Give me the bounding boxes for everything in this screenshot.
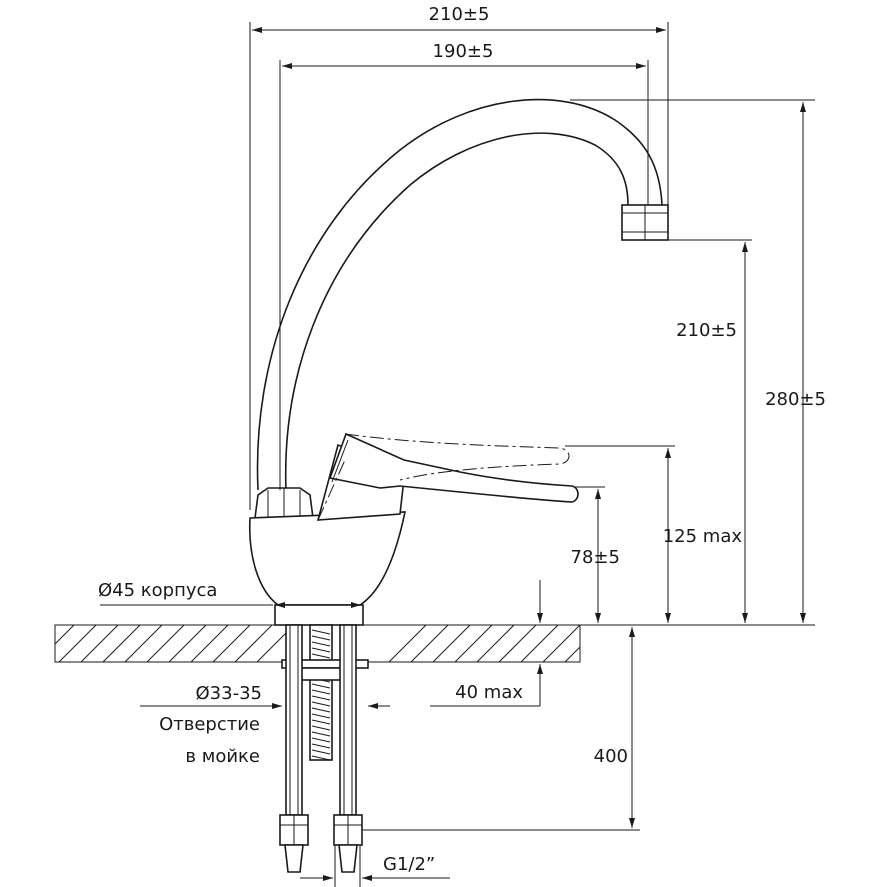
total-height-label: 280±5: [765, 389, 826, 410]
hose-length-label: 400: [594, 746, 628, 767]
hole-diameter-label: Ø33-35: [196, 683, 262, 704]
overall-width-label: 210±5: [429, 4, 490, 25]
supply-hoses: [285, 624, 357, 816]
lever-height-label: 78±5: [571, 547, 620, 568]
thread-mark: [311, 731, 331, 737]
thread-mark: [311, 695, 331, 701]
thread-mark: [311, 629, 331, 635]
hatch-line: [212, 624, 251, 663]
hatch-line: [498, 624, 537, 663]
hatch-line: [190, 624, 229, 663]
hatch-line: [388, 624, 427, 663]
countertop-hatching: [54, 624, 581, 663]
dimension-lines: [100, 22, 815, 887]
lever-handle: [328, 432, 579, 503]
hatch-line: [564, 646, 581, 663]
hatch-line: [542, 624, 581, 663]
thread-mark: [311, 743, 331, 749]
thread-mark: [311, 707, 331, 713]
spout-outer-curve: [256, 98, 663, 491]
hatch-line: [410, 624, 449, 663]
thread-mark: [311, 653, 331, 659]
lever-raised-position: [344, 433, 570, 481]
thread-mark: [311, 683, 331, 689]
hole-label-line1: Отверстие: [159, 714, 260, 735]
base-plate: [274, 604, 364, 626]
thread-label: G1/2”: [383, 854, 435, 875]
outlet-height-label: 210±5: [676, 320, 737, 341]
hatch-line: [124, 624, 163, 663]
faucet: [248, 98, 669, 873]
hatch-line: [102, 624, 141, 663]
thread-mark: [311, 641, 331, 647]
hatch-line: [234, 624, 273, 663]
hatch-line: [476, 624, 515, 663]
hole-label-line2: в мойке: [185, 746, 260, 767]
faucet-body: [248, 511, 406, 606]
dimension-labels: 210±5 190±5 210±5 280±5 125 max 78±5 Ø45…: [98, 4, 826, 875]
spout-inner-curve: [284, 132, 629, 491]
countertop-thickness-label: 40 max: [455, 682, 523, 703]
hatch-line: [520, 624, 559, 663]
thread-mark: [311, 755, 331, 761]
hatch-line: [80, 624, 119, 663]
thread-mark: [311, 689, 331, 695]
hatch-line: [54, 624, 75, 645]
hose-fittings: [279, 814, 363, 873]
thread-mark: [311, 701, 331, 707]
thread-mark: [311, 647, 331, 653]
thread-mark: [311, 749, 331, 755]
thread-mark: [311, 725, 331, 731]
fixing-nut: [299, 667, 346, 681]
thread-mark: [311, 719, 331, 725]
thread-mark: [311, 737, 331, 743]
handle-height-label: 125 max: [663, 526, 743, 547]
hatch-line: [168, 624, 207, 663]
body-diameter-label: Ø45 корпуса: [98, 580, 217, 601]
thread-mark: [311, 635, 331, 641]
spout-reach-label: 190±5: [433, 41, 494, 62]
hatch-line: [58, 624, 97, 663]
thread-mark: [311, 713, 331, 719]
hatch-line: [454, 624, 493, 663]
hatch-line: [432, 624, 471, 663]
hatch-line: [146, 624, 185, 663]
